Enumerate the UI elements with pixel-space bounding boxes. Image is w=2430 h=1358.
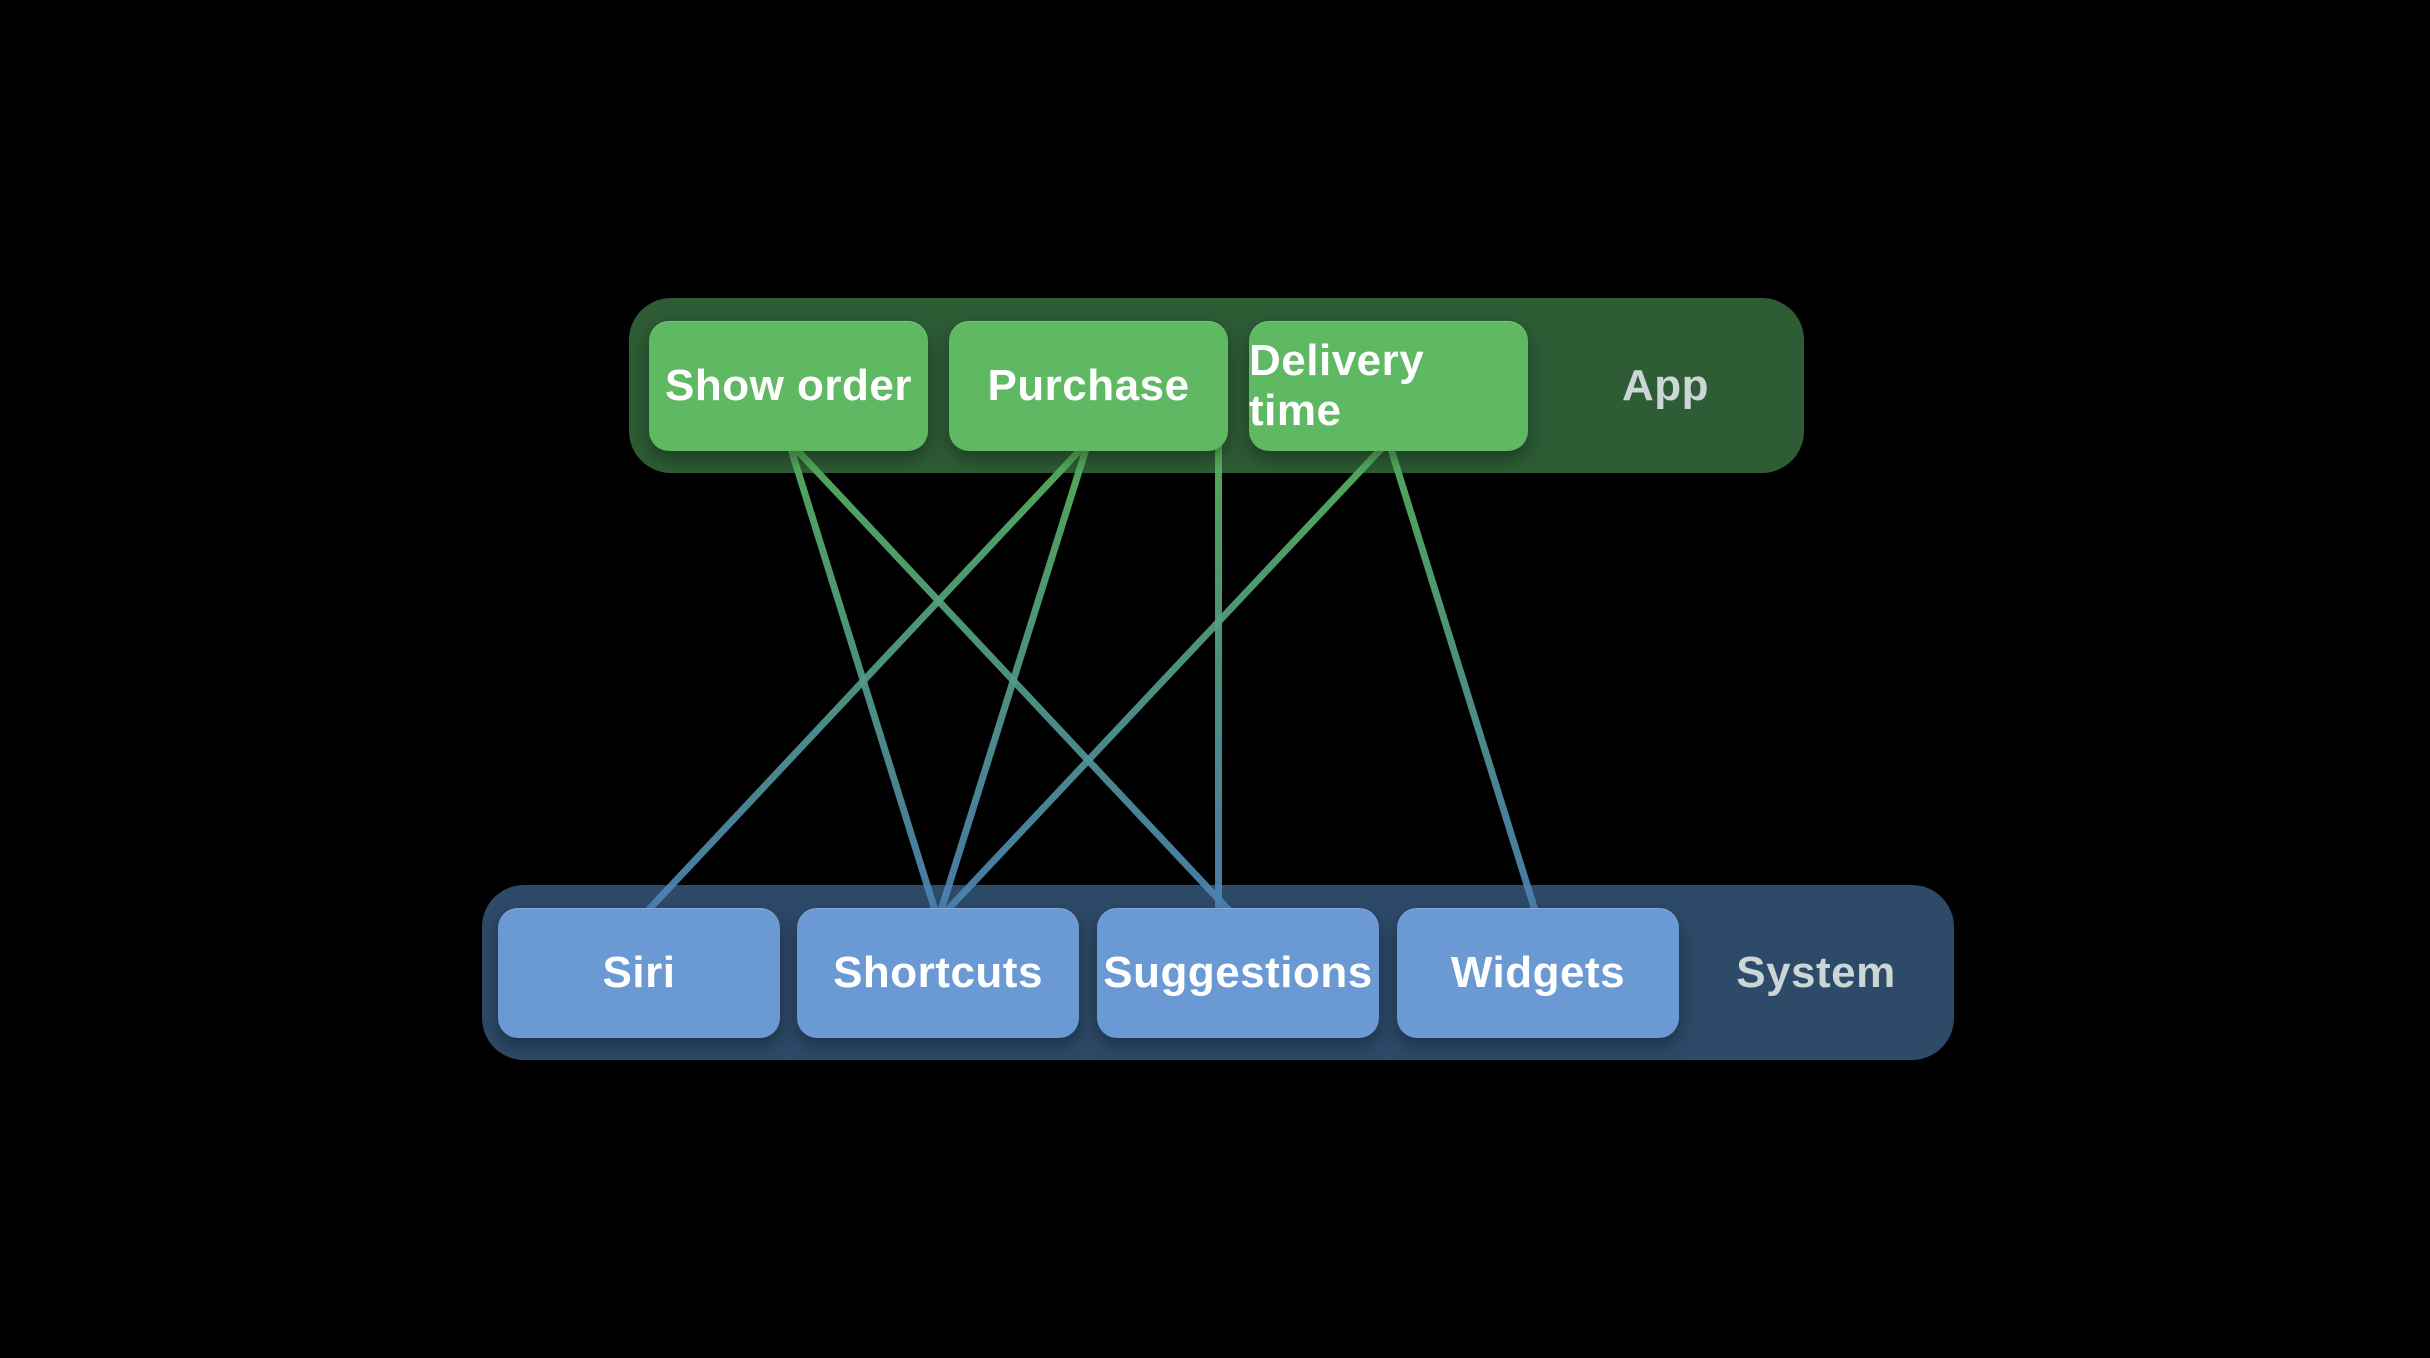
system-label: Widgets	[1450, 948, 1626, 997]
intent-box-show-order: Show order	[649, 321, 928, 451]
system-label: Shortcuts	[833, 948, 1043, 997]
app-group-label: App	[1621, 361, 1710, 410]
intent-box-delivery-time: Delivery time	[1249, 321, 1528, 451]
system-label: Siri	[602, 948, 676, 997]
intent-label: Delivery time	[1249, 336, 1425, 435]
system-label: Suggestions	[1103, 948, 1373, 997]
system-box-siri: Siri	[498, 908, 780, 1038]
system-box-shortcuts: Shortcuts	[797, 908, 1079, 1038]
system-box-widgets: Widgets	[1397, 908, 1679, 1038]
connection-line	[934, 437, 1092, 924]
connection-line	[934, 437, 1392, 924]
intent-box-purchase: Purchase	[949, 321, 1228, 451]
intent-label: Show order	[664, 361, 913, 410]
connection-line	[635, 437, 1092, 924]
system-group-label: System	[1736, 948, 1896, 997]
intent-label: Purchase	[987, 361, 1190, 410]
connection-line	[785, 437, 1242, 924]
system-box-suggestions: Suggestions	[1097, 908, 1379, 1038]
connection-line	[1385, 437, 1542, 924]
connection-line	[785, 437, 942, 924]
